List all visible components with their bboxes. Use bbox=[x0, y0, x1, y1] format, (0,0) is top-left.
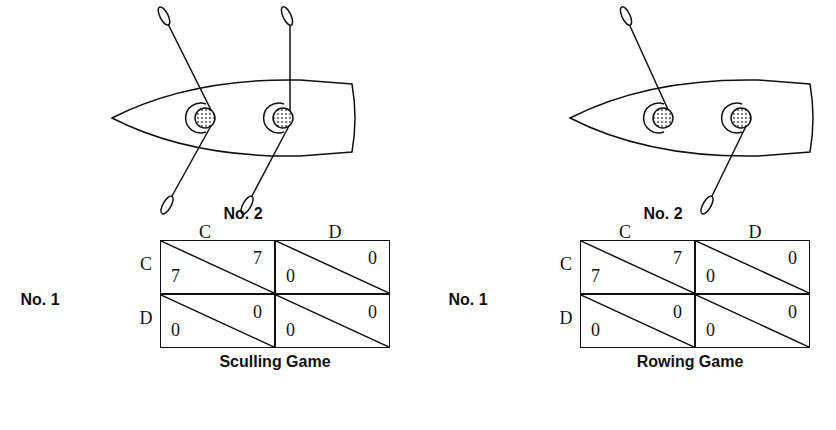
payoff-cell: 77 bbox=[160, 240, 275, 294]
payoff-cell: 00 bbox=[275, 294, 390, 348]
row-player-payoff: 7 bbox=[591, 267, 600, 285]
matrix-heading: No. 2 bbox=[643, 206, 682, 222]
row-player-payoff: 7 bbox=[171, 267, 180, 285]
strategy-label: C bbox=[560, 255, 572, 273]
column-player-payoff: 0 bbox=[673, 303, 682, 321]
matrix-heading: No. 2 bbox=[223, 206, 262, 222]
column-player-payoff: 0 bbox=[368, 303, 377, 321]
strategy-label: D bbox=[329, 223, 342, 241]
matrix-heading: Sculling Game bbox=[219, 354, 330, 370]
matrix-heading: Rowing Game bbox=[637, 354, 744, 370]
row-player-payoff: 0 bbox=[706, 321, 715, 339]
payoff-cell: 00 bbox=[580, 294, 695, 348]
row-player-payoff: 0 bbox=[171, 321, 180, 339]
matrix-heading: No. 1 bbox=[20, 292, 59, 308]
column-player-payoff: 0 bbox=[253, 303, 262, 321]
row-player-payoff: 0 bbox=[706, 267, 715, 285]
strategy-label: C bbox=[199, 223, 211, 241]
matrix-heading: No. 1 bbox=[448, 292, 487, 308]
row-player-payoff: 0 bbox=[286, 321, 295, 339]
column-player-payoff: 7 bbox=[253, 249, 262, 267]
row-player-payoff: 0 bbox=[286, 267, 295, 285]
strategy-label: C bbox=[619, 223, 631, 241]
payoff-cell: 00 bbox=[695, 294, 810, 348]
strategy-label: D bbox=[140, 309, 153, 327]
payoff-cell: 00 bbox=[695, 240, 810, 294]
column-player-payoff: 0 bbox=[788, 249, 797, 267]
payoff-cell: 00 bbox=[275, 240, 390, 294]
column-player-payoff: 0 bbox=[788, 303, 797, 321]
payoff-cell: 77 bbox=[580, 240, 695, 294]
payoff-cell: 00 bbox=[160, 294, 275, 348]
strategy-label: D bbox=[749, 223, 762, 241]
column-player-payoff: 0 bbox=[368, 249, 377, 267]
strategy-label: D bbox=[560, 309, 573, 327]
strategy-label: C bbox=[140, 255, 152, 273]
column-player-payoff: 7 bbox=[673, 249, 682, 267]
row-player-payoff: 0 bbox=[591, 321, 600, 339]
